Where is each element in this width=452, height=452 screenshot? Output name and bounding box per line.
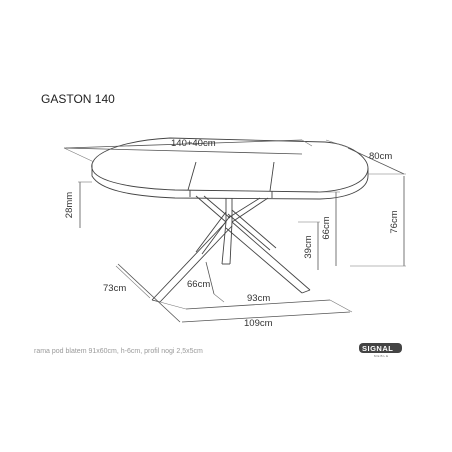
dim-base-inner: 66cm (187, 261, 225, 303)
dim-leg-39: 39cm (298, 221, 320, 270)
frame-note: rama pod blatem 91x60cm, h-6cm, profil n… (34, 348, 203, 355)
dim-base-109: 109cm (181, 299, 353, 329)
product-title: GASTON 140 (41, 92, 115, 106)
dim-height: 76cm (350, 173, 406, 267)
dim-width-label: 80cm (369, 151, 392, 162)
dim-leg-39-label: 39cm (303, 235, 314, 258)
dim-base-93: 93cm (159, 293, 331, 310)
brand-logo-badge (359, 343, 402, 353)
brand-name: SIGNAL (362, 344, 393, 353)
brand-sub: MEBLE (374, 354, 389, 358)
table-top (91, 137, 369, 200)
dim-leg-66: 66cm (318, 191, 340, 266)
dim-height-label: 76cm (389, 210, 400, 233)
brand-logo: SIGNAL MEBLE (359, 343, 402, 358)
dim-base-93-label: 93cm (247, 293, 270, 304)
dim-base-depth-label: 73cm (103, 283, 126, 294)
dim-thickness-label: 28mm (64, 192, 75, 218)
dim-width: 80cm (325, 139, 405, 175)
dim-base-inner-label: 66cm (187, 279, 210, 290)
table-base (151, 195, 311, 303)
dim-leg-66-label: 66cm (321, 216, 332, 239)
dim-length: 140+40cm (63, 138, 313, 163)
dim-length-label: 140+40cm (171, 138, 216, 149)
dim-base-109-label: 109cm (244, 318, 273, 329)
dim-base-depth: 73cm (103, 263, 181, 323)
dim-thickness: 28mm (64, 181, 92, 228)
